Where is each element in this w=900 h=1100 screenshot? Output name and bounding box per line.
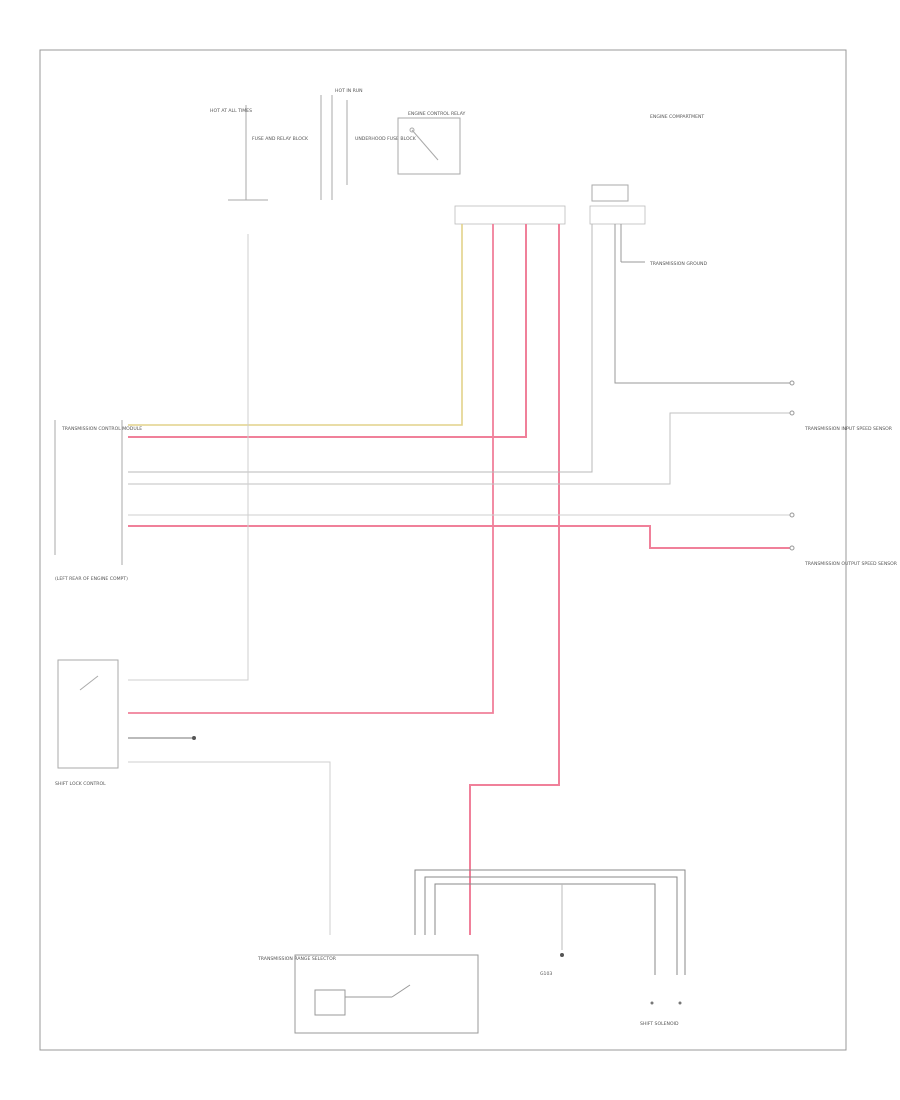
sensor-top: TRANSMISSION INPUT SPEED SENSOR	[789, 380, 893, 432]
wire-pink-1	[128, 224, 527, 438]
tcm-sub-label: (LEFT REAR OF ENGINE COMPT)	[55, 576, 128, 582]
engine-loc-label: ENGINE COMPARTMENT	[650, 114, 704, 120]
trans-control-module: TRANSMISSION CONTROL MODULE (LEFT REAR O…	[54, 420, 142, 582]
bottom-module: TRANSMISSION RANGE SELECTOR	[257, 954, 479, 1034]
sensor-top-label: TRANSMISSION INPUT SPEED SENSOR	[804, 426, 893, 432]
wire-gray-5	[128, 234, 249, 681]
wire-pink-2	[128, 224, 494, 714]
bottom-ground: G103	[540, 884, 564, 977]
relay-label: ENGINE CONTROL RELAY	[408, 111, 465, 117]
switch-left-label: SHIFT LOCK CONTROL	[55, 781, 106, 787]
wire-gray-2	[128, 412, 790, 485]
sensor-bottom-label: TRANSMISSION OUTPUT SPEED SENSOR	[804, 561, 898, 567]
bottom-wire-bundle	[414, 869, 686, 975]
bottom-right-label: SHIFT SOLENOID	[640, 1021, 679, 1027]
trans-ground-right: TRANSMISSION GROUND	[620, 224, 707, 267]
top-connector-row	[454, 205, 646, 225]
bottom-ground-label: G103	[540, 971, 552, 977]
wire-pink-4	[128, 525, 790, 549]
fuse-a-detail: FUSE AND RELAY BLOCK	[252, 136, 309, 142]
wire-yellow	[128, 224, 463, 426]
shift-lock-switch: SHIFT LOCK CONTROL	[55, 659, 119, 787]
engine-compartment-note: ENGINE COMPARTMENT	[591, 114, 704, 202]
fuse-block-b: HOT IN RUN UNDERHOOD FUSE BLOCK	[320, 88, 417, 200]
fuse-block-a: HOT AT ALL TIMES FUSE AND RELAY BLOCK	[210, 105, 309, 201]
ground-right-label: TRANSMISSION GROUND	[649, 261, 707, 267]
sensor-bottom: TRANSMISSION OUTPUT SPEED SENSOR	[789, 512, 898, 567]
wire-gray-3	[614, 224, 790, 384]
wire-pink-3	[469, 224, 560, 935]
engine-control-relay: ENGINE CONTROL RELAY	[397, 111, 465, 175]
bottom-module-label: TRANSMISSION RANGE SELECTOR	[257, 956, 337, 962]
diagram-frame	[39, 49, 847, 1051]
wire-black-1	[128, 736, 196, 740]
fuse-a-title: HOT AT ALL TIMES	[210, 108, 252, 114]
wire-gray-1	[128, 224, 593, 473]
wire-gray-6	[128, 761, 331, 935]
fuse-b-detail: UNDERHOOD FUSE BLOCK	[355, 136, 417, 142]
fuse-b-title: HOT IN RUN	[335, 88, 363, 94]
shift-solenoid: SHIFT SOLENOID	[640, 1001, 682, 1027]
tcm-label: TRANSMISSION CONTROL MODULE	[61, 426, 142, 432]
